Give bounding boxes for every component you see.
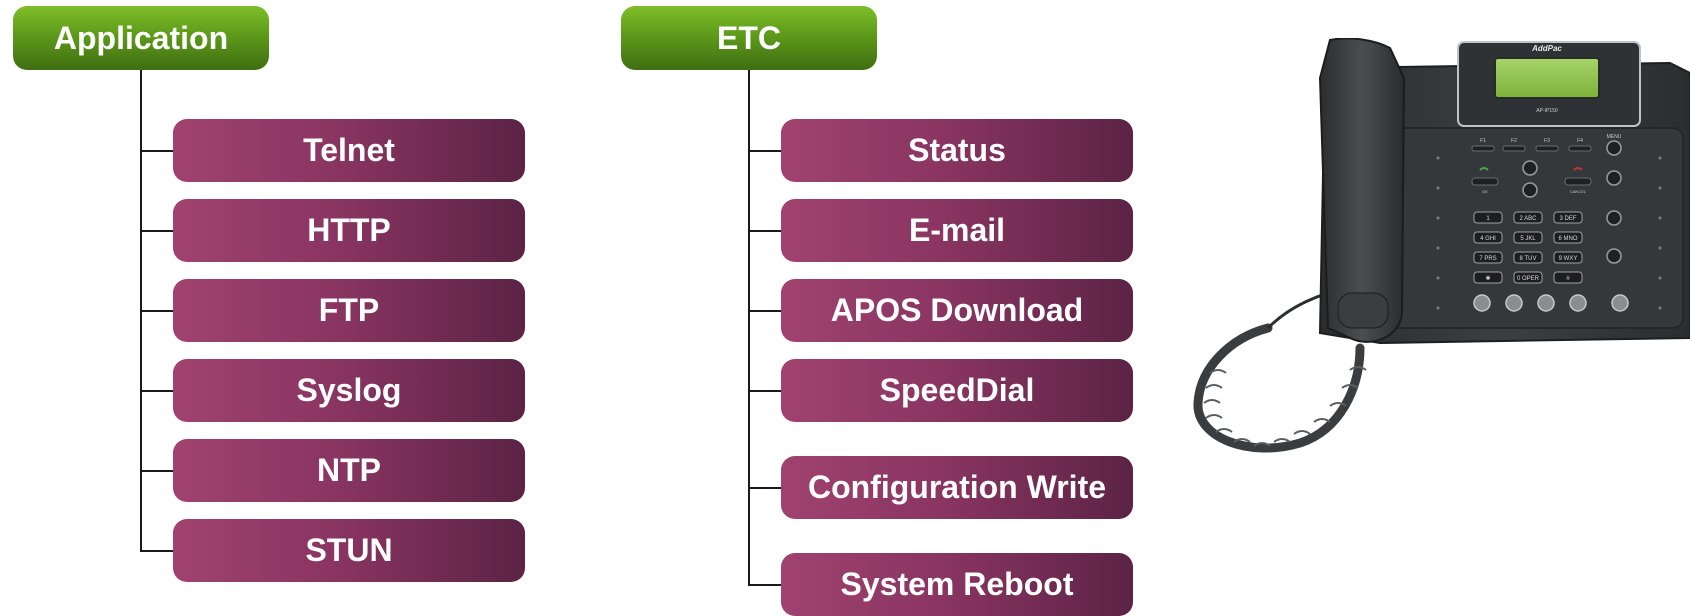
application-branch (140, 230, 173, 232)
application-item-ntp: NTP (173, 439, 525, 502)
svg-text:4 GHI: 4 GHI (1480, 236, 1496, 242)
svg-text:MENU: MENU (1607, 134, 1622, 140)
application-item-syslog: Syslog (173, 359, 525, 422)
etc-branch (748, 584, 781, 586)
application-branch (140, 390, 173, 392)
etc-item-email: E-mail (781, 199, 1133, 262)
application-header: Application (13, 6, 269, 70)
svg-text:CANCEL: CANCEL (1570, 189, 1587, 194)
svg-text:✱: ✱ (1485, 275, 1490, 282)
application-branch (140, 470, 173, 472)
svg-text:0 OPER: 0 OPER (1517, 276, 1540, 282)
svg-text:5 JKL: 5 JKL (1520, 236, 1536, 242)
etc-item-speeddial: SpeedDial (781, 359, 1133, 422)
svg-text:OK: OK (1482, 189, 1488, 194)
ip-phone-image: AddPac AP-IP150 F1 F2 F3 F4 MENU OK CANC… (1193, 38, 1690, 453)
svg-text:9 WXY: 9 WXY (1559, 256, 1578, 262)
etc-branch (748, 150, 781, 152)
etc-tree-line (748, 70, 750, 586)
etc-item-apos-download: APOS Download (781, 279, 1133, 342)
svg-text:F2: F2 (1511, 138, 1517, 144)
svg-text:F1: F1 (1480, 138, 1486, 144)
phone-model: AP-IP150 (1536, 108, 1558, 114)
svg-text:1: 1 (1486, 216, 1490, 222)
svg-text:2 ABC: 2 ABC (1519, 216, 1537, 222)
application-branch (140, 150, 173, 152)
etc-item-status: Status (781, 119, 1133, 182)
svg-text:6 MNO: 6 MNO (1558, 236, 1577, 242)
svg-text:F4: F4 (1577, 138, 1583, 144)
etc-item-configuration-write: Configuration Write (781, 456, 1133, 519)
svg-text:3 DEF: 3 DEF (1559, 216, 1576, 222)
phone-brand: AddPac (1531, 44, 1562, 53)
application-branch (140, 310, 173, 312)
etc-branch (748, 487, 781, 489)
svg-text:8 TUV: 8 TUV (1520, 256, 1537, 262)
application-item-telnet: Telnet (173, 119, 525, 182)
handset (1318, 38, 1406, 343)
application-item-ftp: FTP (173, 279, 525, 342)
svg-text:#: # (1566, 276, 1570, 282)
svg-text:7 PRS: 7 PRS (1479, 256, 1496, 262)
etc-header: ETC (621, 6, 877, 70)
etc-branch (748, 230, 781, 232)
etc-branch (748, 390, 781, 392)
application-item-stun: STUN (173, 519, 525, 582)
etc-branch (748, 310, 781, 312)
application-item-http: HTTP (173, 199, 525, 262)
svg-text:F3: F3 (1544, 138, 1550, 144)
etc-item-system-reboot: System Reboot (781, 553, 1133, 616)
application-branch (140, 550, 173, 552)
